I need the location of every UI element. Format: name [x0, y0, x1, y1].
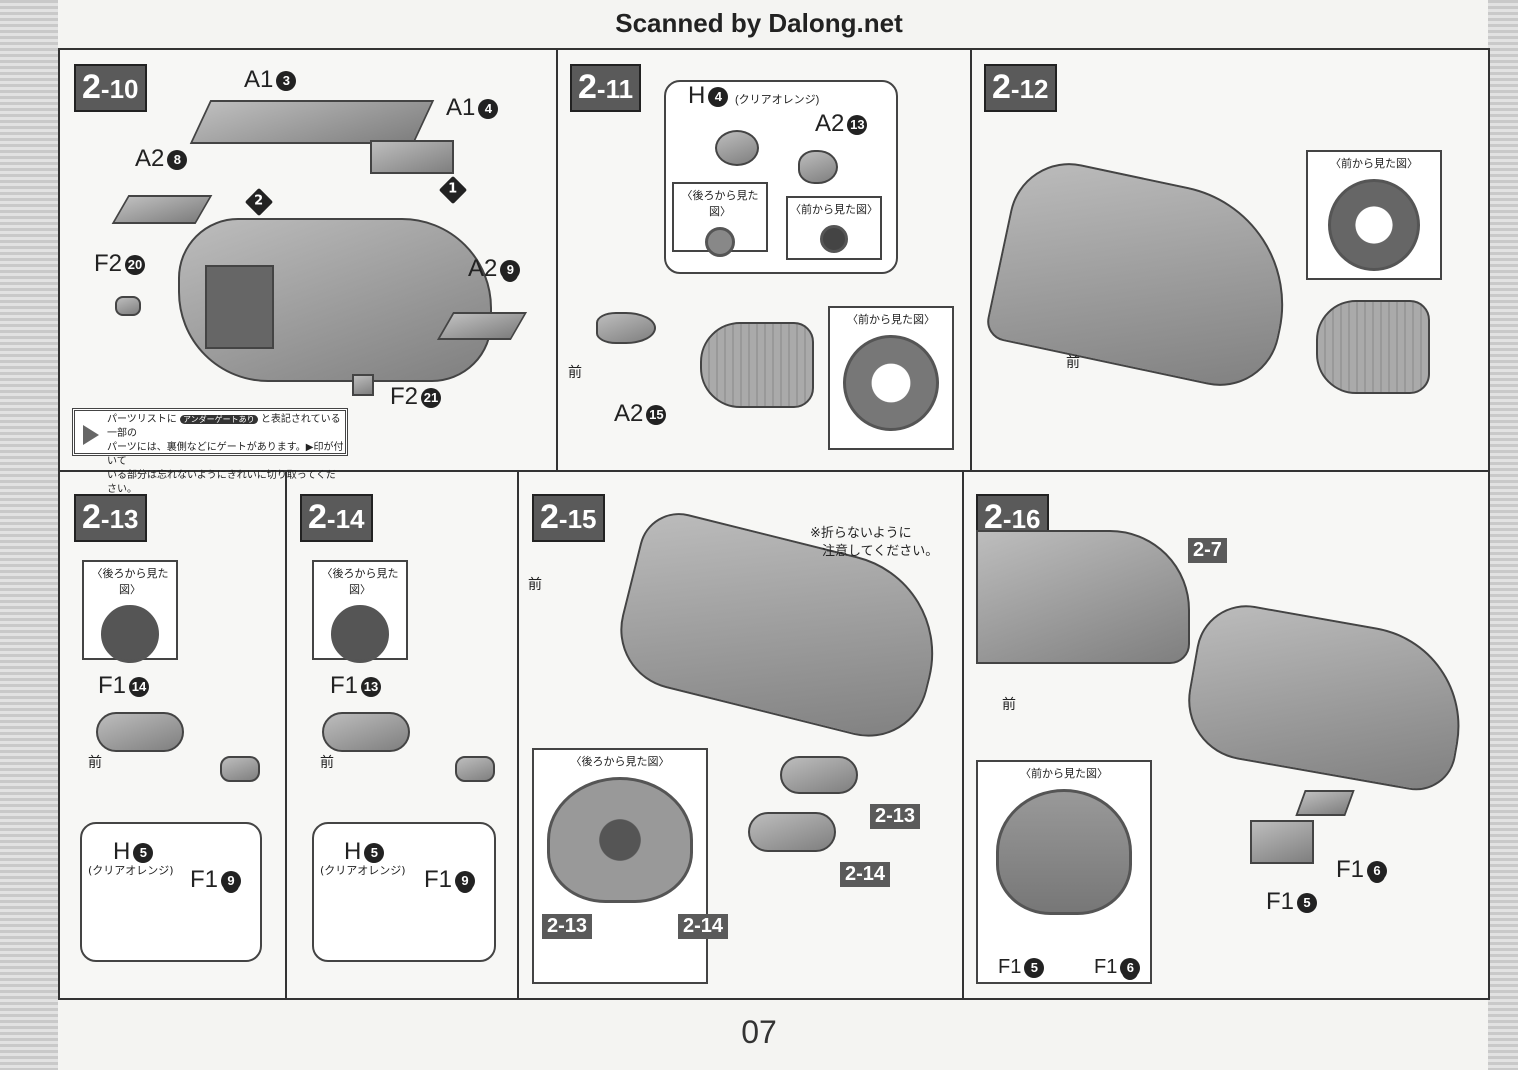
part-2-14-fin: [748, 812, 836, 852]
front-direction-label: 前: [1002, 697, 1016, 713]
step-2-14-panel: [287, 472, 519, 998]
ref-2-14: 2-14: [840, 862, 891, 887]
step-2-10-panel: [60, 50, 558, 472]
step-2-11-panel: [558, 50, 972, 472]
clear-orange-note: (クリアオレンジ): [320, 864, 406, 877]
step-2-12-panel: [972, 50, 1488, 472]
part-a2-13: [798, 150, 838, 184]
ref-2-7: 2-7: [1188, 538, 1227, 563]
clear-orange-note: (クリアオレンジ): [88, 864, 174, 877]
part-h-5-assembly: [455, 756, 495, 782]
left-margin-texture: [0, 0, 58, 1070]
part-f1-13: [322, 712, 410, 752]
part-a2-15-nozzle: [700, 322, 814, 408]
front-view-box: 〈前から見た図〉: [786, 196, 882, 260]
step-badge-2-12: 2-12: [984, 64, 1057, 112]
page-number: 07: [741, 1014, 777, 1050]
part-f1-6: [1295, 790, 1355, 816]
rear-view-box: 〈後ろから見た図〉: [672, 182, 768, 257]
step-badge-2-13: 2-13: [74, 494, 147, 542]
forward-hull-2-7: [976, 530, 1190, 664]
notice-triangle-icon: [83, 425, 99, 445]
right-margin-texture: [1488, 0, 1518, 1070]
front-view-box-2: 〈前から見た図〉: [828, 306, 954, 450]
rear-view-box-2-15: 〈後ろから見た図〉: [532, 748, 708, 984]
step-2-15-panel: [519, 472, 964, 998]
part-a1-4: [370, 140, 454, 174]
nozzle-2-12: [1316, 300, 1430, 394]
hull-opening: [205, 265, 274, 349]
caution-note: ※折らないように注意してください。: [810, 526, 939, 559]
front-direction-label: 前: [320, 755, 334, 771]
step-badge-2-11: 2-11: [570, 64, 642, 112]
part-h-5-assembly: [220, 756, 260, 782]
part-a1-3-deck: [189, 100, 435, 144]
step-badge-2-14: 2-14: [300, 494, 373, 542]
part-a2-8: [111, 195, 213, 224]
part-f2-20: [115, 296, 141, 316]
step-badge-2-10: 2-10: [74, 64, 147, 112]
scanner-credit: Scanned by Dalong.net: [615, 8, 903, 38]
ref-2-13: 2-13: [870, 804, 921, 829]
step-badge-2-15: 2-15: [532, 494, 605, 542]
detail-bubble: [312, 822, 496, 962]
front-direction-label: 前: [1066, 355, 1080, 371]
part-2-13-fin: [780, 756, 858, 794]
front-direction-label: 前: [528, 577, 542, 593]
rear-view-box: 〈後ろから見た図〉: [312, 560, 408, 663]
front-view-box-2-16: 〈前から見た図〉: [976, 760, 1152, 984]
hull-section-2-10: [178, 218, 492, 382]
detail-bubble: [80, 822, 262, 962]
under-gate-notice: パーツリストに アンダーゲートあり と表記されている一部の パーツには、裏側など…: [72, 408, 348, 495]
front-view-box-2-12: 〈前から見た図〉: [1306, 150, 1442, 280]
part-h-4: [715, 130, 759, 166]
front-direction-label: 前: [568, 365, 582, 381]
step-2-13-panel: [60, 472, 287, 998]
part-f1-14: [96, 712, 184, 752]
part-f2-21: [352, 374, 374, 396]
ref-2-13-rear: 2-13: [542, 914, 593, 939]
part-a2-13-cone: [596, 312, 656, 344]
rear-view-box: 〈後ろから見た図〉: [82, 560, 178, 663]
front-direction-label: 前: [88, 755, 102, 771]
ref-2-14-rear: 2-14: [678, 914, 729, 939]
part-f1-5: [1250, 820, 1314, 864]
